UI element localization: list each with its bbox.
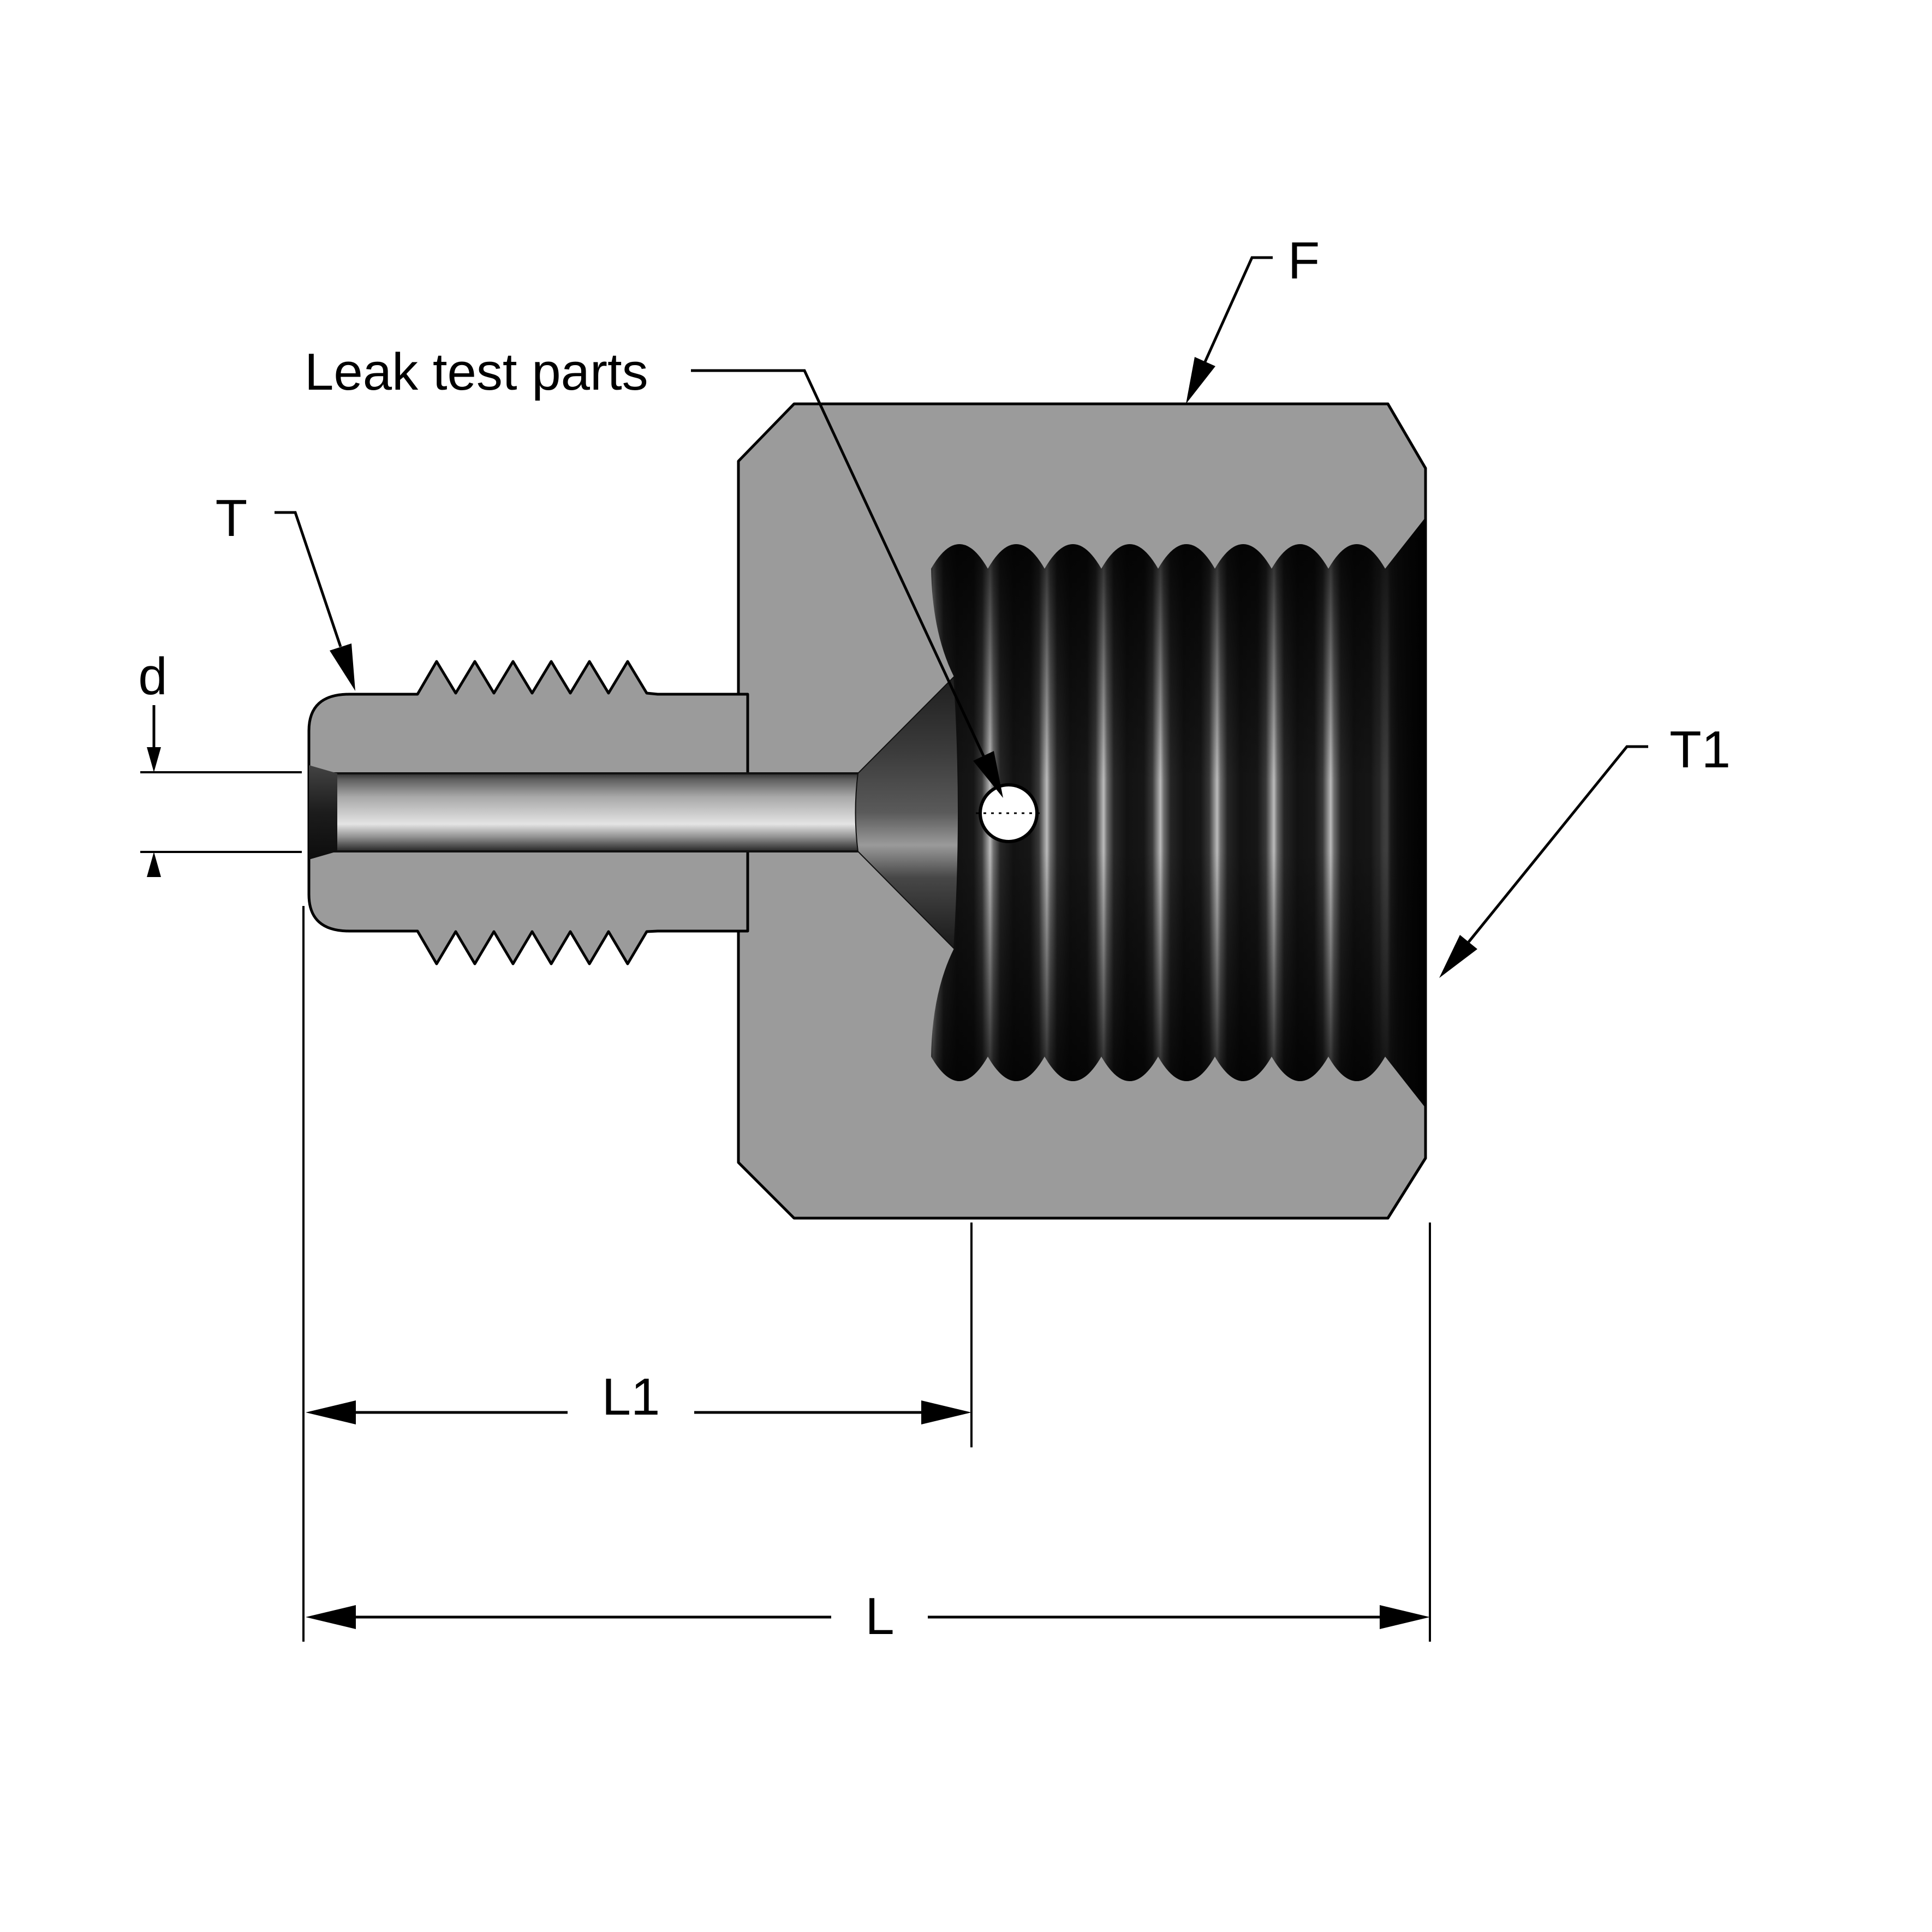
bore-diameter-label: d <box>138 647 167 706</box>
female-thread-cavity <box>858 517 1426 1108</box>
dim-total-label: L <box>865 1587 894 1645</box>
thread-bottom-shadow <box>922 849 1426 1094</box>
thread-far-wall <box>1367 517 1426 1108</box>
male-thread-label: T <box>216 489 248 547</box>
annotations: Leak test parts T F T1 d L1 L <box>138 231 1731 1645</box>
female-thread-leader-line <box>1468 745 1648 943</box>
leak-test-hole <box>976 783 1041 843</box>
bore-tube <box>333 772 861 852</box>
leak-test-label: Leak test parts <box>305 343 648 401</box>
dim-l1-label: L1 <box>602 1368 660 1426</box>
leak-test-leader-line <box>691 369 985 757</box>
leak-test-arrowhead-icon <box>973 751 1003 798</box>
conical-seat <box>855 675 959 950</box>
female-thread-label: T1 <box>1669 720 1731 779</box>
dim-l1-arrow-right-icon <box>921 1400 971 1424</box>
bore-diameter-arrow-down-icon <box>147 747 161 772</box>
dim-l1-arrow-left-icon <box>306 1400 356 1424</box>
body-outline-overlay <box>794 402 1427 1220</box>
countersink <box>309 765 337 860</box>
dim-total-arrow-right-icon <box>1380 1605 1430 1629</box>
male-thread-arrowhead-icon <box>330 643 355 691</box>
male-thread-leader-line <box>275 511 342 647</box>
dim-total-arrow-left-icon <box>306 1605 356 1629</box>
body-face-label: F <box>1288 231 1320 290</box>
body-face-arrowhead-icon <box>1186 357 1215 404</box>
body-face-leader-line <box>1203 256 1273 363</box>
thread-top-shadow <box>922 538 1426 783</box>
bore-diameter-extension-lines <box>140 771 302 853</box>
female-thread-arrowhead-icon <box>1439 935 1477 978</box>
bore-diameter-arrow-up-icon <box>147 852 161 877</box>
